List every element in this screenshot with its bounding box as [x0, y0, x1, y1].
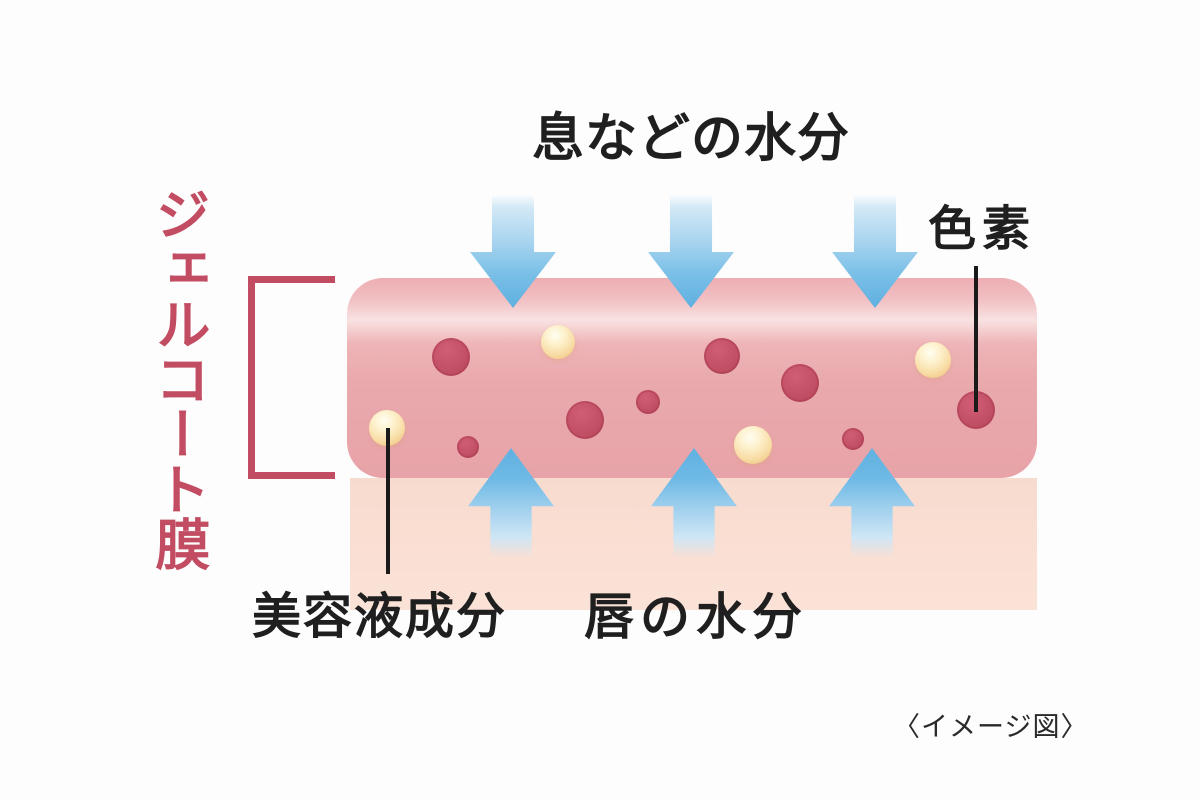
gel-film-bracket	[248, 276, 335, 479]
breath-moisture-label: 息などの水分	[531, 109, 851, 169]
serum-dot	[915, 342, 951, 378]
lip-moisture-label: 唇の水分	[584, 588, 808, 646]
pigment-dot	[704, 338, 740, 374]
pigment-pointer-line	[974, 266, 978, 412]
serum-dot	[541, 325, 575, 359]
pigment-dot	[432, 338, 470, 376]
gel-coat-film-label: ジェルコート膜	[146, 186, 210, 571]
pigment-dot	[566, 401, 604, 439]
serum-pointer-line	[386, 428, 390, 574]
pigment-label: 色素	[928, 201, 1037, 257]
pigment-dot	[457, 436, 479, 458]
pigment-dot	[842, 428, 864, 450]
image-note-caption: 〈イメージ図〉	[893, 712, 1089, 743]
gel-coat-layer	[347, 278, 1037, 478]
serum-dot	[734, 426, 772, 464]
pigment-dot	[781, 364, 819, 402]
pigment-dot	[636, 390, 660, 414]
serum-ingredients-label: 美容液成分	[252, 588, 508, 645]
